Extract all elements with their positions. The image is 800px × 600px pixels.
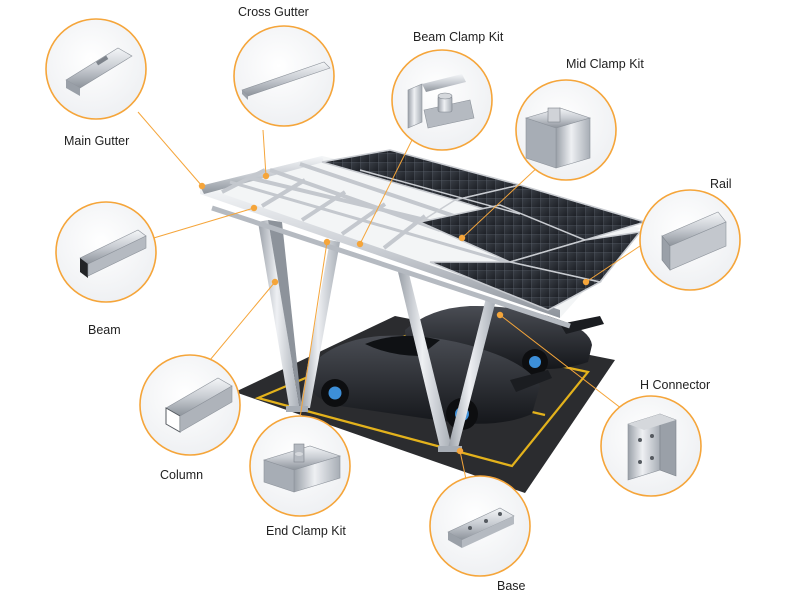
cross-gutter-detail [233,25,335,127]
mid-clamp-kit-detail [515,79,617,181]
beam-profile-icon [79,229,147,278]
end-clamp-kit-detail [249,415,351,517]
columns [258,220,496,452]
rail-detail [639,189,741,291]
label-cross-gutter: Cross Gutter [238,5,309,19]
leader-lines [137,111,653,499]
cross-gutter-profile-icon [241,61,331,100]
label-column: Column [160,468,204,482]
label-base: Base [497,579,526,593]
connection-dots [198,172,590,455]
label-beam: Beam [88,323,121,337]
beam-clamp-kit-detail [391,49,493,151]
column-detail [139,354,241,456]
base-bracket-icon [447,507,515,548]
label-h-connector: H Connector [640,378,711,392]
main-gutter-profile-icon [65,47,133,96]
label-beam-clamp-kit: Beam Clamp Kit [413,30,504,44]
column-profile-icon [165,377,233,433]
label-end-clamp-kit: End Clamp Kit [266,524,346,538]
h-connector-icon [627,413,677,481]
mid-clamp-kit-icon [524,107,592,169]
rail-profile-icon [661,211,727,271]
beam-detail [55,201,157,303]
end-clamp-kit-icon [263,443,341,493]
label-mid-clamp-kit: Mid Clamp Kit [566,57,644,71]
label-main-gutter: Main Gutter [64,134,130,148]
label-rail: Rail [710,177,732,191]
beam-clamp-kit-icon [407,74,475,129]
solar-panels [321,149,648,311]
main-gutter-detail [45,18,147,120]
h-connector-detail [600,395,702,497]
base-detail [429,475,531,577]
